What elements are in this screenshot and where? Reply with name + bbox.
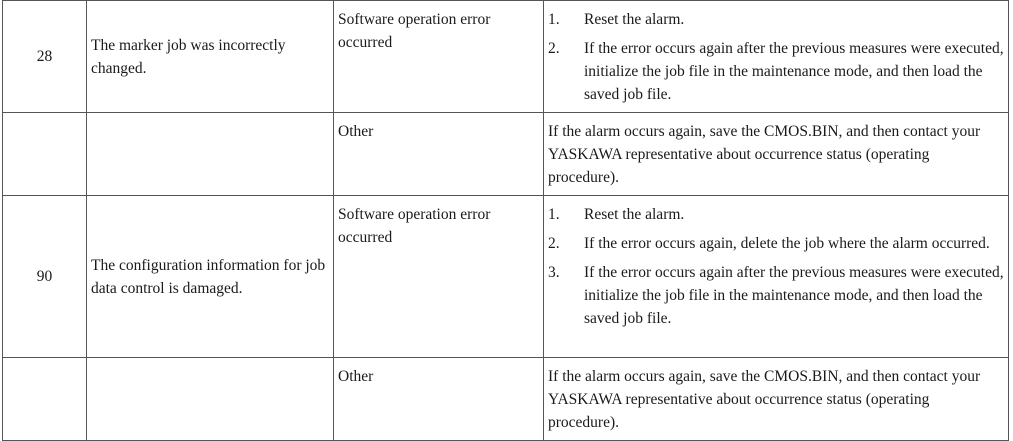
remedy-steps: 1. Reset the alarm. 2. If the error occu… — [548, 8, 1004, 106]
remedy-step: 1. Reset the alarm. — [548, 203, 1004, 226]
alarm-remedy: If the alarm occurs again, save the CMOS… — [543, 357, 1009, 441]
step-number: 3. — [548, 264, 560, 281]
alarm-cause: Software operation error occurred — [333, 0, 544, 113]
step-number: 1. — [548, 11, 560, 28]
remedy-step: 2. If the error occurs again after the p… — [548, 37, 1004, 106]
table-row: Other If the alarm occurs again, save th… — [2, 357, 1009, 441]
alarm-code-empty — [2, 112, 87, 196]
step-number: 2. — [548, 235, 560, 252]
step-text: If the error occurs again after the prev… — [584, 264, 1004, 327]
step-number: 1. — [548, 206, 560, 223]
alarm-code: 28 — [2, 0, 87, 113]
alarm-message: The configuration information for job da… — [86, 195, 334, 358]
alarm-remedy: 1. Reset the alarm. 2. If the error occu… — [543, 0, 1009, 113]
step-text: If the error occurs again, delete the jo… — [584, 235, 990, 252]
alarm-message-empty — [86, 112, 334, 196]
remedy-step: 3. If the error occurs again after the p… — [548, 261, 1004, 330]
remedy-step: 2. If the error occurs again, delete the… — [548, 232, 1004, 255]
table-row: 28 The marker job was incorrectly change… — [2, 0, 1009, 113]
step-number: 2. — [548, 40, 560, 57]
alarm-remedy: If the alarm occurs again, save the CMOS… — [543, 112, 1009, 196]
step-text: If the error occurs again after the prev… — [584, 40, 1004, 103]
remedy-text: If the alarm occurs again, save the CMOS… — [548, 123, 981, 186]
alarm-remedy: 1. Reset the alarm. 2. If the error occu… — [543, 195, 1009, 358]
alarm-cause: Other — [333, 112, 544, 196]
alarm-cause: Other — [333, 357, 544, 441]
alarm-code-empty — [2, 357, 87, 441]
alarm-code: 90 — [2, 195, 87, 358]
table-row: 90 The configuration information for job… — [2, 195, 1009, 358]
remedy-step: 1. Reset the alarm. — [548, 8, 1004, 31]
step-text: Reset the alarm. — [584, 206, 685, 223]
alarm-message: The marker job was incorrectly changed. — [86, 0, 334, 113]
alarm-cause: Software operation error occurred — [333, 195, 544, 358]
step-text: Reset the alarm. — [584, 11, 685, 28]
remedy-text: If the alarm occurs again, save the CMOS… — [548, 368, 981, 431]
remedy-steps: 1. Reset the alarm. 2. If the error occu… — [548, 203, 1004, 330]
table-row: Other If the alarm occurs again, save th… — [2, 112, 1009, 196]
alarm-message-empty — [86, 357, 334, 441]
